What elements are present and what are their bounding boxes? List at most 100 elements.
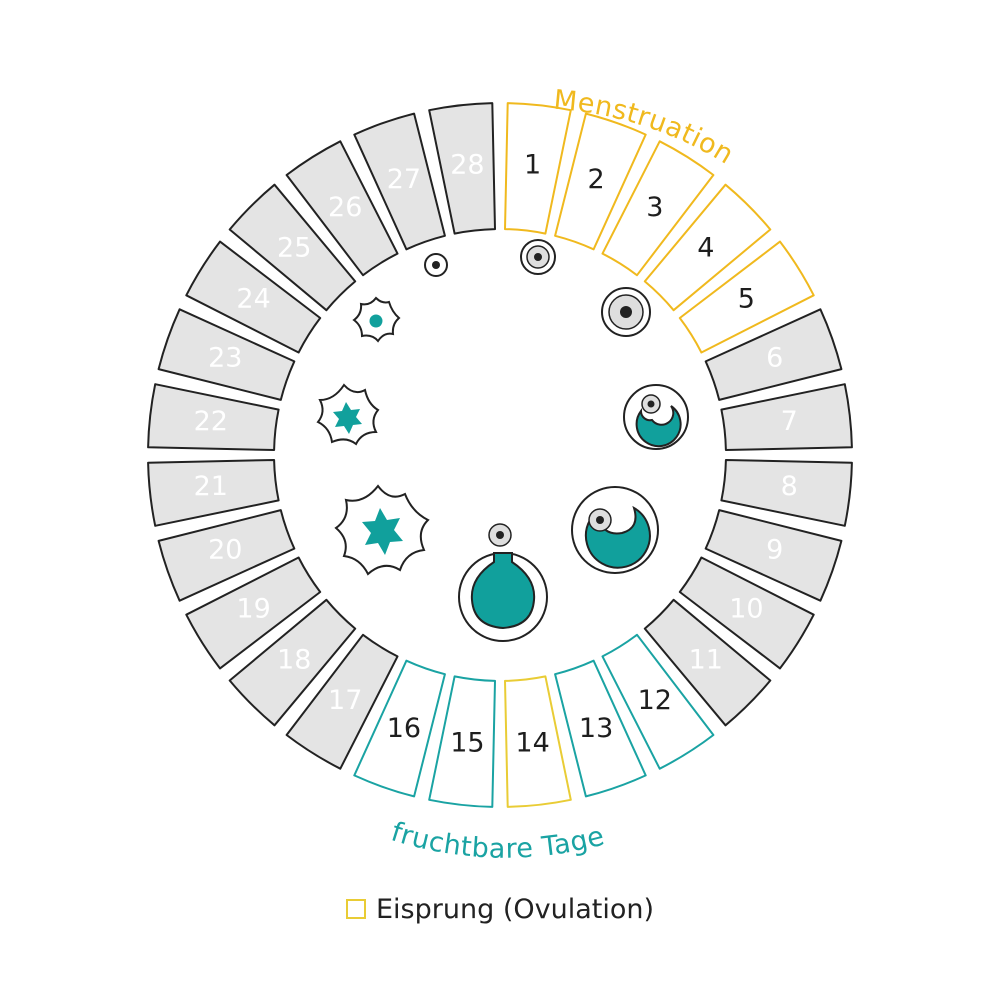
day-segment-2: 2 [554, 112, 647, 251]
day-segment-5: 5 [678, 240, 815, 354]
day-segment-18: 18 [228, 598, 357, 727]
ovulation-legend-label: Eisprung (Ovulation) [376, 893, 654, 925]
day-number-14: 14 [515, 728, 549, 759]
day-segment-20: 20 [157, 509, 296, 602]
antral-follicle-icon [571, 486, 659, 574]
day-segment-shape-16 [353, 659, 446, 798]
medium-corpus-luteum-icon [316, 383, 380, 446]
day-segment-shape-19 [185, 556, 322, 670]
day-segment-shape-14 [504, 675, 572, 808]
day-segment-26: 26 [285, 140, 399, 277]
day-segment-24: 24 [185, 240, 322, 354]
fertile-days-label-path: fruchtbare Tage [387, 816, 607, 864]
day-segment-shape-7 [720, 383, 853, 451]
day-segment-shape-13 [554, 659, 647, 798]
day-segment-16: 16 [353, 659, 446, 798]
day-segment-shape-27 [353, 112, 446, 251]
small-corpus-luteum-icon [352, 296, 401, 343]
day-segment-shape-9 [704, 509, 843, 602]
primary-follicle-icon [520, 239, 556, 275]
day-segment-19: 19 [185, 556, 322, 670]
day-number-17: 17 [328, 685, 362, 716]
day-segment-shape-4 [643, 183, 772, 312]
day-segment-shape-26 [285, 140, 399, 277]
day-number-10: 10 [729, 593, 763, 624]
day-segment-shape-8 [720, 459, 853, 527]
day-segment-14: 14 [504, 675, 572, 808]
secondary-follicle-icon [601, 287, 651, 337]
day-segment-10: 10 [678, 556, 815, 670]
day-number-11: 11 [689, 644, 723, 675]
day-number-21: 21 [194, 471, 228, 502]
day-segment-9: 9 [704, 509, 843, 602]
day-segment-shape-11 [643, 598, 772, 727]
day-segment-23: 23 [157, 308, 296, 401]
day-segment-shape-24 [185, 240, 322, 354]
day-number-15: 15 [450, 728, 484, 759]
day-segment-shape-15 [428, 675, 496, 808]
day-number-25: 25 [277, 233, 311, 264]
day-number-13: 13 [579, 713, 613, 744]
day-segment-15: 15 [428, 675, 496, 808]
day-segment-shape-6 [704, 308, 843, 401]
fertile-days-label: fruchtbare Tage [387, 816, 607, 864]
day-number-27: 27 [387, 164, 421, 195]
day-number-4: 4 [697, 233, 714, 264]
day-segment-12: 12 [601, 633, 715, 770]
day-segment-shape-2 [554, 112, 647, 251]
day-segment-7: 7 [720, 383, 853, 451]
day-segment-11: 11 [643, 598, 772, 727]
day-segment-6: 6 [704, 308, 843, 401]
day-segment-shape-20 [157, 509, 296, 602]
day-number-28: 28 [450, 149, 484, 180]
day-number-22: 22 [194, 406, 228, 437]
day-segment-shape-22 [147, 383, 280, 451]
day-segment-shape-28 [428, 102, 496, 235]
day-number-23: 23 [208, 342, 242, 373]
day-segment-shape-5 [678, 240, 815, 354]
day-segment-shape-18 [228, 598, 357, 727]
day-segment-28: 28 [428, 102, 496, 235]
early-antral-follicle-icon [623, 384, 689, 450]
day-segment-3: 3 [601, 140, 715, 277]
day-segment-27: 27 [353, 112, 446, 251]
large-corpus-luteum-icon [334, 484, 430, 576]
day-segment-shape-3 [601, 140, 715, 277]
day-segment-shape-12 [601, 633, 715, 770]
day-number-2: 2 [588, 164, 605, 195]
day-segment-shape-21 [147, 459, 280, 527]
day-segment-22: 22 [147, 383, 280, 451]
day-segment-4: 4 [643, 183, 772, 312]
mature-follicle-ovulation-icon [458, 523, 548, 642]
day-segment-21: 21 [147, 459, 280, 527]
day-segment-shape-25 [228, 183, 357, 312]
day-number-16: 16 [387, 713, 421, 744]
primordial-follicle-icon [424, 253, 448, 277]
day-number-12: 12 [638, 685, 672, 716]
day-number-9: 9 [766, 535, 783, 566]
day-number-24: 24 [236, 284, 270, 315]
day-segment-13: 13 [554, 659, 647, 798]
day-number-18: 18 [277, 644, 311, 675]
day-segment-shape-1 [504, 102, 572, 235]
day-number-6: 6 [766, 342, 783, 373]
ovulation-legend-swatch [346, 899, 366, 919]
day-number-7: 7 [781, 406, 798, 437]
day-segment-25: 25 [228, 183, 357, 312]
day-number-5: 5 [738, 284, 755, 315]
day-segment-1: 1 [504, 102, 572, 235]
day-number-8: 8 [781, 471, 798, 502]
day-number-20: 20 [208, 535, 242, 566]
day-segment-shape-10 [678, 556, 815, 670]
day-number-26: 26 [328, 192, 362, 223]
day-number-19: 19 [236, 593, 270, 624]
day-number-3: 3 [646, 192, 663, 223]
day-segment-shape-17 [285, 633, 399, 770]
ovulation-legend: Eisprung (Ovulation) [346, 892, 654, 926]
day-segment-17: 17 [285, 633, 399, 770]
day-segment-shape-23 [157, 308, 296, 401]
day-segment-8: 8 [720, 459, 853, 527]
day-number-1: 1 [524, 149, 541, 180]
